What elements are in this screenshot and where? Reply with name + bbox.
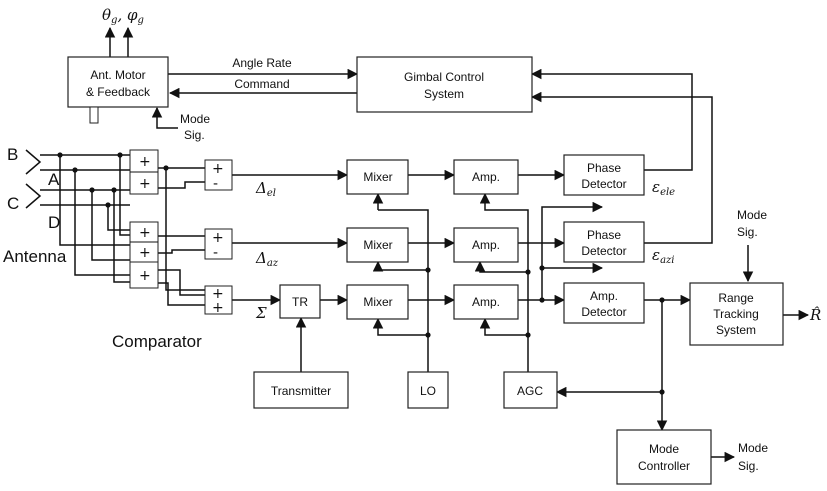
delta-az-label: Δaz (255, 249, 279, 269)
svg-text:Phase: Phase (587, 161, 621, 175)
mixer-sum-block: Mixer (346, 284, 409, 320)
mode-sig-right-2: Sig. (737, 225, 758, 239)
svg-text:-: - (213, 176, 218, 192)
svg-text:+: + (212, 286, 224, 302)
svg-text:System: System (716, 323, 756, 337)
antenna-elements: B A C D Antenna (3, 145, 67, 266)
theta-phi-outputs: θg, φg (102, 6, 144, 26)
svg-text:AGC: AGC (517, 384, 543, 398)
svg-text:TR: TR (292, 295, 308, 309)
svg-text:Mode: Mode (649, 442, 679, 456)
comparator: + + + + + Comparator (112, 149, 202, 351)
svg-text:& Feedback: & Feedback (86, 85, 151, 99)
hybrid-1: + + (129, 149, 159, 195)
mixer-az-block: Mixer (346, 227, 409, 263)
svg-text:Range: Range (718, 291, 754, 305)
svg-text:+: + (212, 300, 224, 316)
svg-text:+: + (212, 161, 224, 177)
agc-block: AGC (503, 371, 558, 409)
sum-block: + + (204, 285, 233, 316)
svg-text:Amp.: Amp. (472, 238, 500, 252)
svg-text:Mixer: Mixer (363, 170, 392, 184)
antenna-label: Antenna (3, 247, 67, 266)
svg-text:Controller: Controller (638, 459, 690, 473)
ant-motor-block: Ant. Motor & Feedback (67, 56, 169, 124)
amp-el-block: Amp. (453, 159, 519, 195)
antenna-label-a: A (48, 170, 60, 189)
mixer-el-block: Mixer (346, 159, 409, 195)
svg-text:-: - (213, 245, 218, 261)
lo-block: LO (407, 371, 449, 409)
svg-text:Detector: Detector (581, 244, 626, 258)
signal-lines (40, 26, 810, 463)
svg-text:Gimbal Control: Gimbal Control (404, 70, 484, 84)
svg-text:Transmitter: Transmitter (271, 384, 331, 398)
svg-text:Ant. Motor: Ant. Motor (90, 68, 145, 82)
range-tracking-block: Range Tracking System (689, 282, 784, 346)
svg-text:Amp.: Amp. (472, 170, 500, 184)
svg-text:Mixer: Mixer (363, 238, 392, 252)
svg-text:+: + (139, 154, 151, 170)
sigma-label: Σ (255, 304, 267, 322)
diff-el: + - (204, 159, 233, 192)
antenna-label-d: D (48, 213, 60, 232)
svg-text:+: + (212, 230, 224, 246)
phase-detector-el-block: Phase Detector (563, 154, 645, 196)
mode-sig-bottom-1: Mode (738, 441, 768, 455)
comparator-label: Comparator (112, 332, 202, 351)
phase-detector-az-block: Phase Detector (563, 221, 645, 263)
svg-text:Detector: Detector (581, 177, 626, 191)
tr-block: TR (279, 284, 321, 319)
antenna-label-b: B (7, 145, 18, 164)
delta-el-label: Δel (255, 179, 276, 199)
hybrid-3: + (129, 261, 159, 289)
gimbal-control-block: Gimbal Control System (356, 56, 533, 113)
svg-text:Detector: Detector (581, 305, 626, 319)
svg-text:+: + (139, 176, 151, 192)
mode-controller-block: Mode Controller (616, 429, 712, 485)
eps-ele-label: εele (652, 178, 675, 198)
svg-text:+: + (139, 268, 151, 284)
mode-sig-top-2: Sig. (184, 128, 205, 142)
mode-sig-right-1: Mode (737, 208, 767, 222)
angle-rate-label: Angle Rate (232, 56, 292, 70)
amp-sum-block: Amp. (453, 284, 519, 320)
antenna-label-c: C (7, 194, 19, 213)
svg-text:+: + (139, 225, 151, 241)
eps-azi-label: εazi (652, 246, 675, 266)
amp-detector-block: Amp. Detector (563, 282, 645, 324)
svg-text:System: System (424, 87, 464, 101)
svg-text:Amp.: Amp. (590, 289, 618, 303)
command-label: Command (234, 77, 289, 91)
hybrid-2: + + (129, 221, 159, 263)
junction-dots (57, 152, 665, 395)
amp-az-block: Amp. (453, 227, 519, 263)
svg-text:Amp.: Amp. (472, 295, 500, 309)
mode-sig-top-1: Mode (180, 112, 210, 126)
mode-sig-bottom-2: Sig. (738, 459, 759, 473)
svg-text:Mixer: Mixer (363, 295, 392, 309)
r-hat-output: R̂ (809, 306, 821, 324)
svg-text:Tracking: Tracking (713, 307, 759, 321)
svg-text:LO: LO (420, 384, 436, 398)
svg-text:+: + (139, 245, 151, 261)
diff-az: + - (204, 228, 233, 261)
transmitter-block: Transmitter (253, 371, 349, 409)
svg-text:Phase: Phase (587, 228, 621, 242)
